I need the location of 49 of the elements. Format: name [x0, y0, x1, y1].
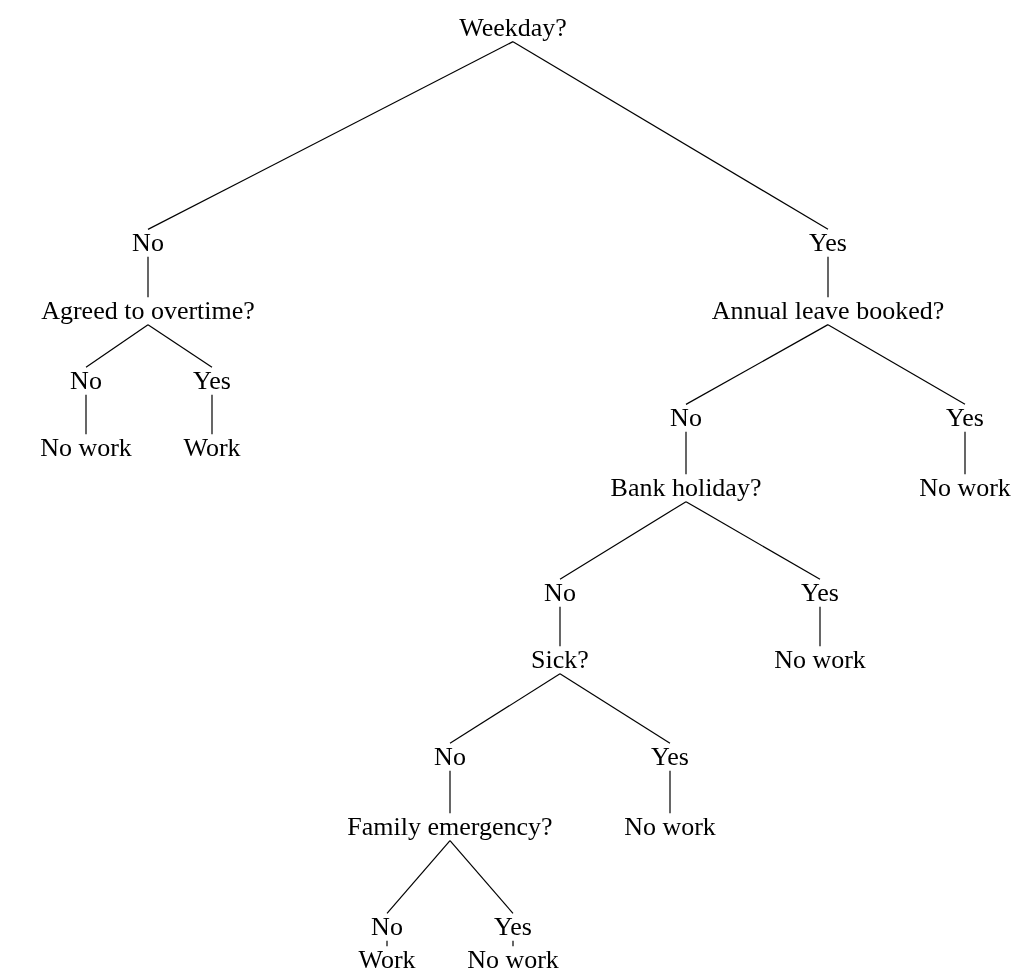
tree-branch-line — [964, 431, 966, 475]
decision-label: Yes — [946, 404, 984, 432]
tree-branch-line — [669, 770, 671, 814]
decision-label: Work — [183, 434, 241, 462]
decision-label: Yes — [809, 229, 847, 257]
tree-branch-line — [449, 840, 514, 914]
decision-label: No — [434, 743, 466, 771]
decision-label: No — [544, 579, 576, 607]
tree-branch-line — [685, 324, 829, 405]
decision-label: No — [371, 913, 403, 941]
decision-label: Work — [358, 946, 416, 974]
decision-label: Agreed to overtime? — [41, 297, 255, 325]
decision-label: No work — [774, 646, 866, 674]
decision-label: Annual leave booked? — [711, 297, 945, 325]
tree-branch-line — [386, 840, 451, 914]
tree-branch-line — [147, 41, 514, 230]
tree-branch-line — [559, 673, 671, 744]
tree-branch-line — [85, 394, 87, 435]
decision-label: No — [70, 367, 102, 395]
decision-label: Yes — [801, 579, 839, 607]
decision-label: Bank holiday? — [610, 474, 762, 502]
tree-branch-line — [559, 606, 561, 647]
decision-label: No work — [40, 434, 132, 462]
tree-branch-line — [559, 501, 687, 580]
tree-branch-line — [512, 41, 829, 230]
tree-branch-line — [449, 673, 561, 744]
decision-label: No work — [467, 946, 559, 974]
tree-branch-line — [147, 256, 149, 298]
tree-branch-line — [819, 606, 821, 647]
decision-label: No — [670, 404, 702, 432]
tree-branch-line — [211, 394, 213, 435]
tree-branch-line — [512, 940, 514, 947]
decision-label: Sick? — [531, 646, 589, 674]
decision-label: Weekday? — [459, 14, 567, 42]
tree-branch-line — [827, 256, 829, 298]
decision-label: No work — [919, 474, 1011, 502]
decision-label: Yes — [651, 743, 689, 771]
tree-branch-line — [147, 324, 213, 368]
tree-branch-line — [386, 940, 388, 947]
decision-label: Yes — [494, 913, 532, 941]
tree-branch-line — [685, 431, 687, 475]
tree-branch-line — [85, 324, 149, 368]
decision-label: Family emergency? — [347, 813, 553, 841]
decision-label: No work — [624, 813, 716, 841]
decision-label: No — [132, 229, 164, 257]
tree-branch-line — [827, 324, 966, 405]
tree-branch-line — [449, 770, 451, 814]
decision-label: Yes — [193, 367, 231, 395]
tree-branch-line — [685, 501, 821, 580]
